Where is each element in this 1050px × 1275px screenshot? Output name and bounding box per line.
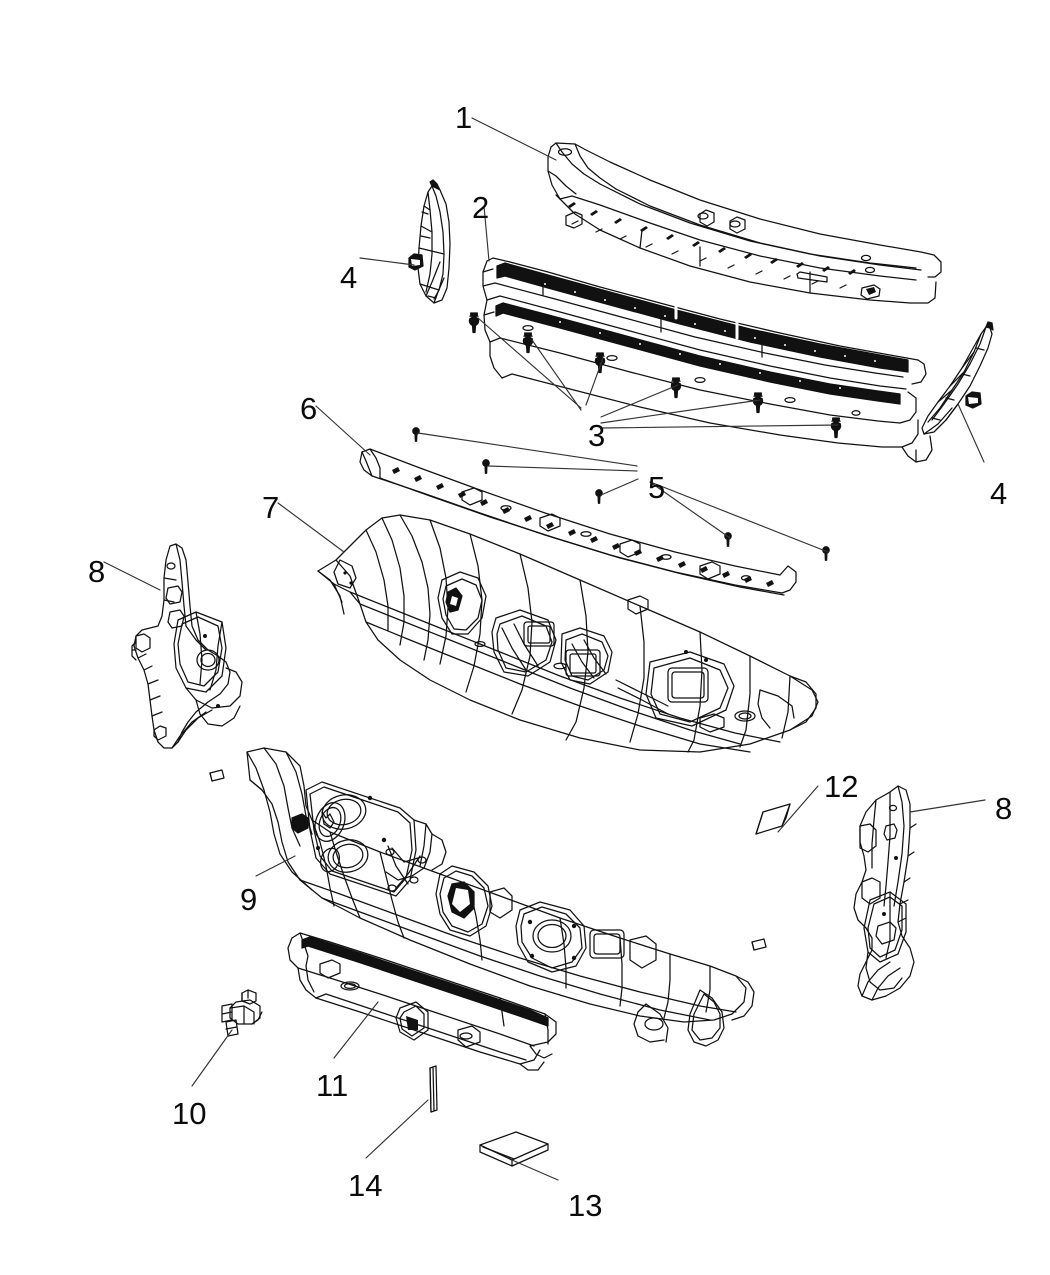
callout-number-cowl-plenum-panel-assembly: 7 xyxy=(262,490,280,525)
part-12-cowl-side-closeout-panel xyxy=(755,803,791,835)
callout-number-cowl-side-closeout-panel: 12 xyxy=(824,769,859,804)
callout-number-cowl-side-extension-right: 4 xyxy=(990,476,1008,511)
part-8-hood-hinge-left xyxy=(131,543,243,782)
callout-number-hood-hinge-right: 8 xyxy=(995,791,1013,826)
callout-number-cowl-plenum-upper-rail: 6 xyxy=(300,391,318,426)
part-7-cowl-plenum-panel-assembly xyxy=(317,514,819,753)
callout-number-hood-hinge-left: 8 xyxy=(88,554,106,589)
part-13-insulation-pad xyxy=(479,1131,549,1167)
part-10-grommet-plug xyxy=(221,989,263,1037)
part-2-cowl-grille-screen xyxy=(482,257,933,463)
part-5-push-pin-group xyxy=(412,427,830,561)
callout-number-dash-lower-crossmember: 11 xyxy=(316,1068,349,1103)
part-11-dash-lower-crossmember xyxy=(287,932,557,1071)
callout-number-insulation-pad-square: 13 xyxy=(568,1188,603,1223)
part-14-seal-strip xyxy=(429,1065,438,1113)
callout-number-push-pin-retainer-upper: 3 xyxy=(588,418,606,453)
part-6-cowl-plenum-upper-rail xyxy=(359,448,797,596)
part-1-cowl-top-panel xyxy=(547,142,942,304)
callout-number-dash-panel-assembly: 9 xyxy=(240,882,258,917)
part-9-dash-panel-assembly xyxy=(246,747,755,1047)
part-4-cowl-side-extension-left xyxy=(408,179,451,304)
callout-number-grommet-plug: 10 xyxy=(172,1096,207,1131)
part-8-hood-hinge-right xyxy=(751,785,917,1001)
callout-number-cowl-top-panel: 1 xyxy=(455,100,473,135)
part-4-cowl-side-extension-right xyxy=(921,321,994,435)
callout-number-cowl-grille-screen: 2 xyxy=(472,190,490,225)
callout-number-seal-strip: 14 xyxy=(348,1168,383,1203)
callout-number-push-pin-retainer-lower: 5 xyxy=(648,470,666,505)
callout-number-cowl-side-extension-left: 4 xyxy=(340,260,358,295)
